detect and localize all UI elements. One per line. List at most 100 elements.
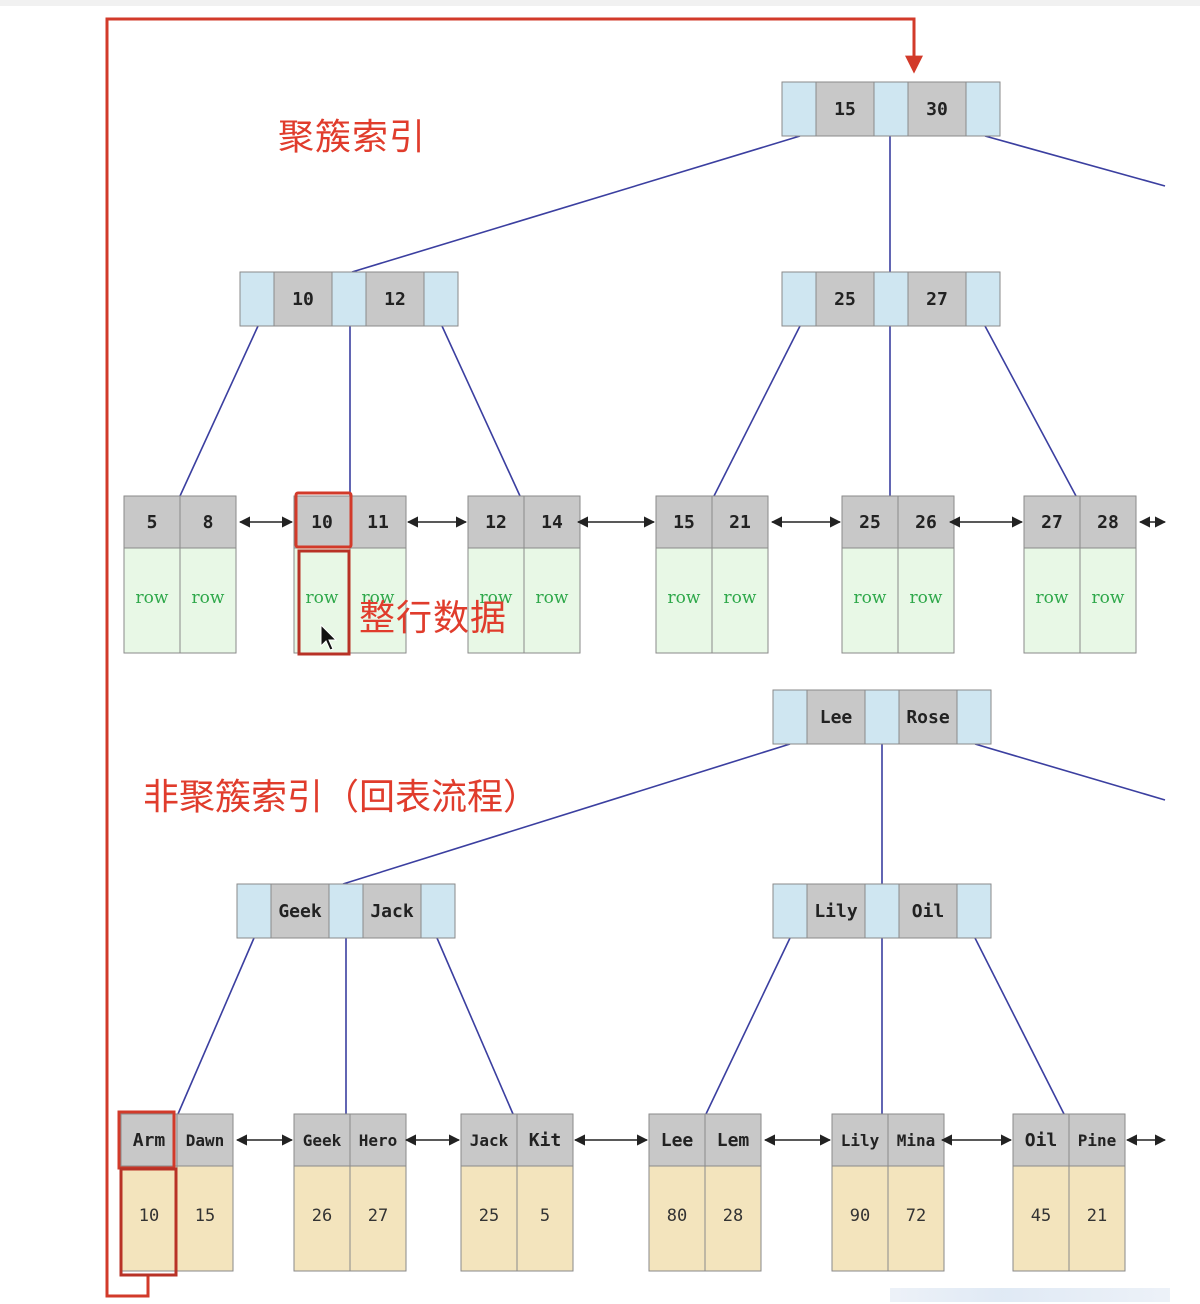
node-key: [806, 689, 866, 745]
tree-edge: [436, 937, 514, 1115]
leaf-key-cell: [349, 495, 407, 549]
leaf-value-label: 10: [139, 1206, 159, 1226]
leaf-value-cell: [887, 1165, 945, 1272]
leaf-value-cell: [1068, 1165, 1126, 1272]
leaf-key-label: 25: [859, 512, 881, 533]
leaf-value-cell: [120, 1165, 178, 1272]
leaf-value-cell: [467, 547, 525, 654]
tree-edge: [984, 325, 1077, 497]
leaf-key-label: Jack: [470, 1131, 509, 1150]
node-key: [273, 271, 333, 327]
node-key-label: 15: [834, 99, 856, 120]
node-pointer: [772, 883, 808, 939]
leaf-key-cell: [1012, 1113, 1070, 1167]
leaf-value-cell: [1012, 1165, 1070, 1272]
leaf-value-cell: [711, 547, 769, 654]
node-key: [362, 883, 422, 939]
leaf-value-cell: [648, 1165, 706, 1272]
node-pointer: [864, 883, 900, 939]
node-pointer: [956, 883, 992, 939]
leaf-value-cell: [176, 1165, 234, 1272]
leaf-value-label: 21: [1087, 1206, 1107, 1226]
node-key-label: Lee: [820, 707, 853, 728]
leaf-value-cell: [293, 1165, 351, 1272]
leaf-key-cell: [1068, 1113, 1126, 1167]
leaf-value-label: 80: [667, 1206, 687, 1226]
leaf-key-cell: [349, 1113, 407, 1167]
node-key: [815, 271, 875, 327]
leaf-key-label: 27: [1041, 512, 1063, 533]
leaf-value-label: row: [668, 588, 701, 608]
leaf-key-cell: [516, 1113, 574, 1167]
leaf-value-label: row: [136, 588, 169, 608]
node-key-label: 25: [834, 289, 856, 310]
leaf-key-label: 8: [203, 512, 214, 533]
leaf-key-label: 5: [147, 512, 158, 533]
leaf-value-cell: [179, 547, 237, 654]
leaf-key-cell: [711, 495, 769, 549]
leaf-value-label: 28: [723, 1206, 743, 1226]
leaf-key-label: Lily: [841, 1131, 880, 1150]
leaf-key-label: 10: [311, 512, 333, 533]
node-pointer: [420, 883, 456, 939]
node-key-label: Lily: [814, 901, 858, 922]
leaf-value-label: row: [854, 588, 887, 608]
leaf-key-label: 11: [367, 512, 389, 533]
node-key-label: 12: [384, 289, 406, 310]
tree-edge: [984, 135, 1166, 187]
node-pointer: [239, 271, 275, 327]
leaf-value-cell: [123, 547, 181, 654]
tree-edge: [974, 743, 1166, 801]
leaf-value-label: 72: [906, 1206, 926, 1226]
leaf-key-cell: [841, 495, 899, 549]
leaf-value-cell: [1079, 547, 1137, 654]
node-pointer: [873, 271, 909, 327]
leaf-value-label: row: [306, 588, 339, 608]
leaf-key-label: 15: [673, 512, 695, 533]
leaf-value-label: 27: [368, 1206, 388, 1226]
leaf-value-label: row: [1036, 588, 1069, 608]
leaf-key-label: Pine: [1078, 1131, 1117, 1150]
leaf-value-label: 26: [312, 1206, 332, 1226]
leaf-key-label: Lem: [717, 1130, 750, 1151]
leaf-value-cell: [655, 547, 713, 654]
leaf-value-label: row: [362, 588, 395, 608]
leaf-key-label: Hero: [359, 1131, 398, 1150]
node-pointer: [864, 689, 900, 745]
tree-edge: [441, 325, 521, 497]
tree-edge: [177, 937, 255, 1115]
node-pointer: [956, 689, 992, 745]
leaf-key-label: Arm: [133, 1130, 166, 1151]
node-pointer: [965, 271, 1001, 327]
leaf-key-label: 12: [485, 512, 507, 533]
leaf-key-label: Mina: [897, 1131, 936, 1150]
leaf-key-label: Kit: [529, 1130, 562, 1151]
node-pointer: [772, 689, 808, 745]
node-pointer: [781, 271, 817, 327]
row-data-label: 整行数据: [359, 598, 508, 639]
tree-edge: [713, 325, 801, 497]
node-pointer: [236, 883, 272, 939]
node-pointer: [331, 271, 367, 327]
leaf-value-cell: [841, 547, 899, 654]
leaf-key-label: 21: [729, 512, 751, 533]
leaf-value-label: 5: [540, 1206, 550, 1226]
node-key: [270, 883, 330, 939]
highlight-val-10: [119, 1167, 178, 1277]
node-key: [806, 883, 866, 939]
leaf-key-cell: [467, 495, 525, 549]
tree-edge: [342, 743, 791, 885]
